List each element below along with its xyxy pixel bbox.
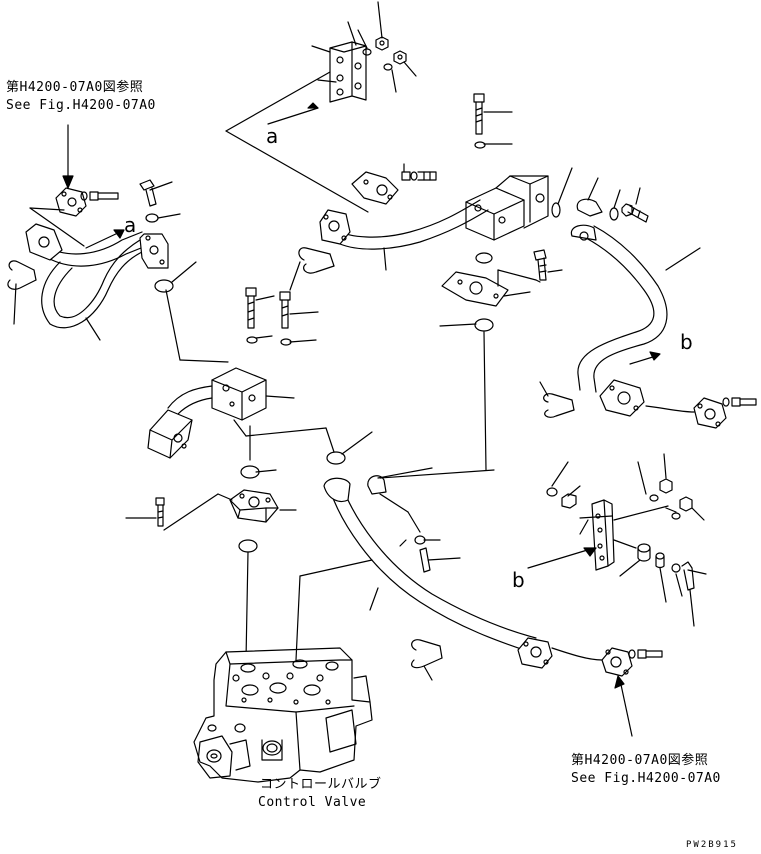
ref-label-jp-top-left: 第H4200-07A0図参照 [6,80,144,95]
ref-label-en-bottom-right: See Fig.H4200-07A0 [571,771,721,786]
view-marker-b-right: b [680,330,693,354]
u-bolt-center [290,248,334,290]
drawing-code: PW2B915 [686,840,738,850]
view-marker-a-top: a [266,124,279,148]
center-flange-2 [442,250,562,306]
control-valve-label-jp: コントロールバルブ [260,777,382,792]
view-marker-b-lower: b [512,568,525,592]
right-pipe-upper [540,225,756,428]
long-pipe-lower [324,468,662,736]
right-top-parts [552,168,648,222]
ref-label-jp-bottom-right: 第H4200-07A0図参照 [571,753,709,768]
bracket-b [528,454,706,626]
top-bracket [312,2,416,102]
view-a-leader [226,72,368,212]
split-flange-top [352,164,436,204]
o-rings [239,253,493,552]
center-pipe-assembly [320,94,548,270]
center-block [148,288,334,460]
control-valve-label-en: Control Valve [258,795,367,810]
control-valve [194,560,372,782]
ref-label-en-top-left: See Fig.H4200-07A0 [6,98,156,113]
view-marker-a-left: a [124,213,137,237]
left-pipe-assembly [8,125,196,340]
lower-flange [126,490,296,660]
